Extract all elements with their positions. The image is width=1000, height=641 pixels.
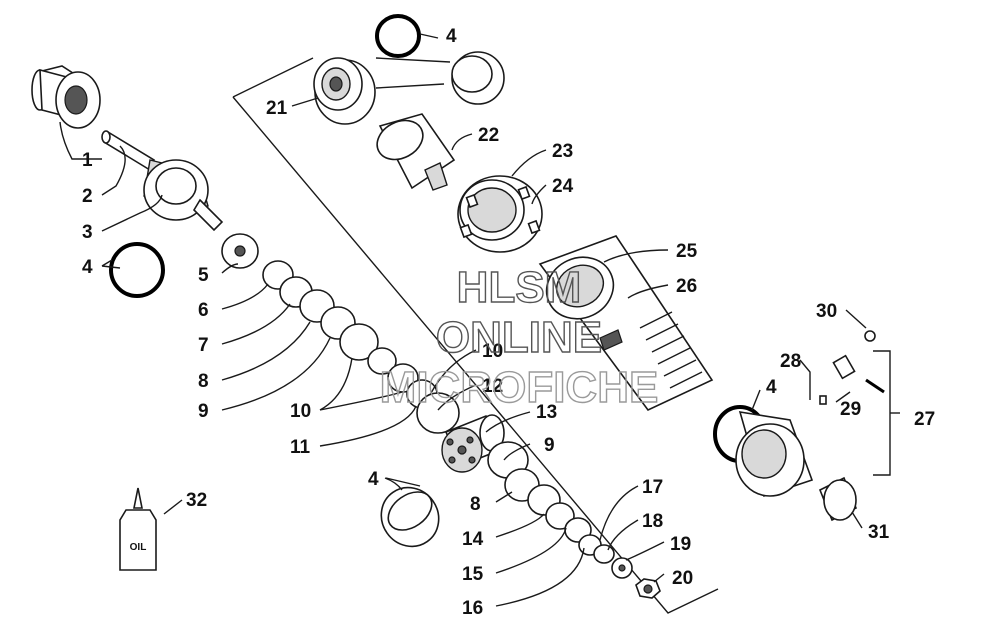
callout-21: 21 <box>266 98 288 119</box>
oil-bottle-label: OIL <box>130 542 147 553</box>
watermark: HLSM ONLINE MICROFICHE <box>379 262 659 412</box>
part-21-seal-head <box>313 57 376 125</box>
part-27-30-valve-assembly <box>819 330 885 405</box>
callout-29: 29 <box>840 399 861 420</box>
callout-27: 27 <box>914 409 935 430</box>
callout-24: 24 <box>552 176 574 197</box>
watermark-line-2: ONLINE <box>436 313 602 362</box>
shim-stack-left <box>262 260 460 434</box>
part-22-sleeve <box>376 113 456 191</box>
part-4-wear-band-lower <box>380 486 440 548</box>
callout-4a: 4 <box>82 257 93 278</box>
callout-32: 32 <box>186 490 207 511</box>
callout-31: 31 <box>868 522 890 543</box>
callout-28: 28 <box>780 351 801 372</box>
part-2-3-shaft-eye-assembly <box>101 130 224 232</box>
part-4-wear-band-top <box>451 51 505 105</box>
callout-17: 17 <box>642 477 663 498</box>
callout-18: 18 <box>642 511 663 532</box>
callout-1: 1 <box>82 150 93 171</box>
callout-8b: 8 <box>470 494 481 515</box>
callout-2: 2 <box>82 186 93 207</box>
part-4-o-ring-left <box>109 242 165 298</box>
part-13-piston <box>441 414 505 473</box>
callout-12: 12 <box>482 376 503 397</box>
shim-stack-right <box>487 441 633 579</box>
callout-5: 5 <box>198 265 209 286</box>
part-1-top-bushing <box>31 65 101 129</box>
callout-4b: 4 <box>368 469 379 490</box>
part-25-26-shock-body <box>538 235 714 412</box>
callout-22: 22 <box>478 125 499 146</box>
callout-leader-lines <box>59 33 867 607</box>
part-5-washer <box>221 233 259 269</box>
watermark-line-1: HLSM <box>457 263 582 312</box>
callout-13: 13 <box>536 402 557 423</box>
part-20-nut <box>635 578 661 599</box>
callout-9a: 9 <box>198 401 209 422</box>
callout-30: 30 <box>816 301 837 322</box>
callout-14: 14 <box>462 529 484 550</box>
callout-15: 15 <box>462 564 484 585</box>
callout-19: 19 <box>670 534 691 555</box>
watermark-line-3: MICROFICHE <box>380 363 659 412</box>
callout-16: 16 <box>462 598 483 619</box>
callout-7: 7 <box>198 335 209 356</box>
callout-4c: 4 <box>446 26 457 47</box>
exploded-view-frame <box>232 57 900 614</box>
callout-11: 11 <box>290 437 311 458</box>
callout-23: 23 <box>552 141 573 162</box>
callout-26: 26 <box>676 276 697 297</box>
callout-9b: 9 <box>544 435 555 456</box>
part-4-o-ring-top <box>375 14 421 58</box>
callout-8a: 8 <box>198 371 209 392</box>
callout-4d: 4 <box>766 377 777 398</box>
part-32-oil-bottle: OIL <box>119 487 157 571</box>
reservoir-end-cap <box>735 411 814 498</box>
callout-3: 3 <box>82 222 93 243</box>
callout-6: 6 <box>198 300 209 321</box>
callout-10b: 10 <box>482 341 503 362</box>
part-31-bushing <box>818 476 858 522</box>
callout-25: 25 <box>676 241 698 262</box>
callout-10a: 10 <box>290 401 311 422</box>
callout-numbers: 1 2 3 4 5 6 7 8 9 10 11 4 10 12 13 9 8 1… <box>82 26 935 619</box>
callout-20: 20 <box>672 568 693 589</box>
part-23-24-adjuster-nuts <box>457 175 543 253</box>
